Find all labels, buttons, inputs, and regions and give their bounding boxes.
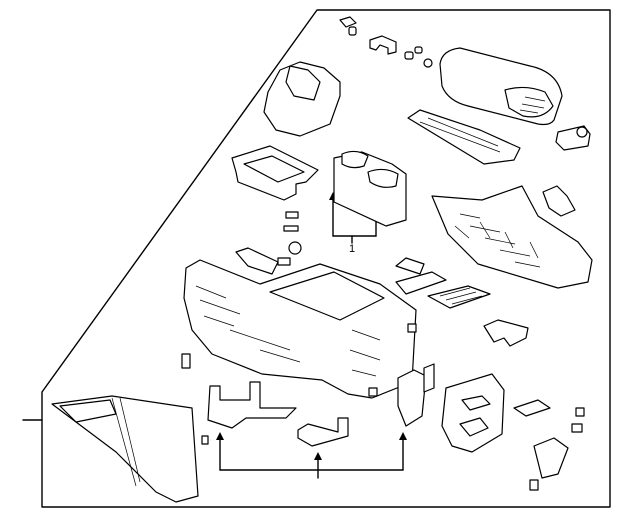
screw-parts: [404, 46, 433, 68]
tray-part: [231, 145, 319, 201]
bracket-clip-part: [369, 35, 397, 55]
grille-plate-part: [427, 285, 491, 309]
front-panel-part: [51, 395, 199, 503]
latch-part: [555, 125, 591, 151]
shift-knob-part: [529, 437, 569, 491]
armrest-base-part: [407, 109, 521, 165]
armrest-lid-part: [439, 47, 563, 126]
mounting-bracket-right: [397, 363, 435, 427]
diagram-frame: [22, 9, 611, 508]
switch-part: [542, 185, 576, 217]
storage-liner-part: [263, 61, 341, 137]
mounting-bracket-left: [207, 381, 297, 429]
callout-label-1: 1: [349, 243, 355, 255]
small-fastener-parts: [181, 353, 378, 445]
knob-parts: [513, 399, 585, 433]
pad-part: [395, 271, 447, 295]
bracket-part: [483, 319, 529, 347]
mounting-bracket-center: [297, 417, 349, 447]
small-bracket-part: [407, 323, 417, 333]
small-clip-parts: [277, 211, 302, 266]
clip-part: [339, 16, 357, 36]
cup-holder-part: [333, 150, 407, 227]
console-bezel-part: [441, 373, 505, 453]
side-trim-panel-part: [431, 185, 593, 289]
hinge-part: [395, 257, 425, 275]
console-body-part: [183, 247, 417, 399]
callout-bracket-bottom: [216, 432, 407, 479]
